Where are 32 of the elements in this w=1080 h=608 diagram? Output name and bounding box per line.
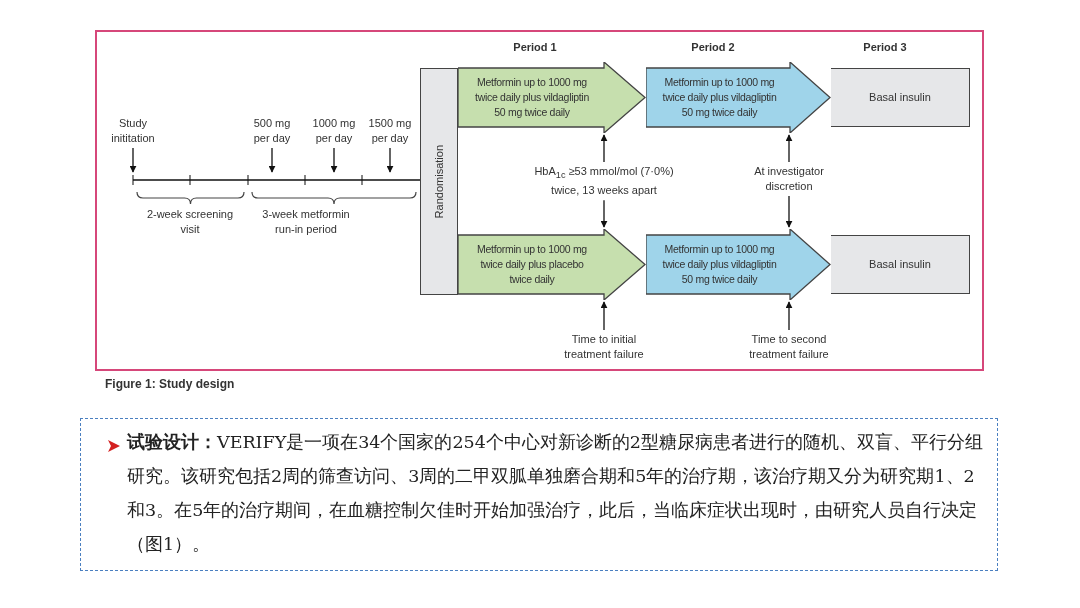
treatment-band: Metformin up to 1000 mg twice daily plus vildagliptin 50 mg twice daily [646, 62, 831, 133]
annotation-text: Study inititation [103, 116, 163, 146]
annotation-text: Time to second treatment failure [739, 332, 839, 362]
arrow [600, 199, 608, 228]
arrow [600, 134, 608, 163]
annotation-text: 1000 mg per day [309, 116, 359, 146]
treatment-band: Metformin up to 1000 mg twice daily plus placebo twice daily [458, 229, 646, 300]
description-paragraph: 试验设计：VERIFY是一项在34个国家的254个中心对新诊断的2型糖尿病患者进行的随机、双盲、平行分组研究。该研究包括2周的筛查访问、3周的二甲双胍单独磨合期和5年的治疗期，该治疗期又分为研究期1、2和3。在5年的治疗期间，在血糖控制欠佳时开始加强治疗，此后，当临床症状出现时，由研究人员自行决定（图1）。 [127, 431, 984, 556]
arrow [386, 147, 394, 173]
treatment-box: Basal insulin [831, 68, 970, 127]
treatment-band: Metformin up to 1000 mg twice daily plus vildagliptin 50 mg twice daily [458, 62, 646, 133]
arrow [330, 147, 338, 173]
period-label: Period 3 [862, 40, 908, 55]
arrow [785, 195, 793, 228]
annotation-text: At investigator discretion [734, 164, 844, 194]
arrow [268, 147, 276, 173]
period-label: Period 1 [512, 40, 558, 55]
annotation-text: HbA$_{1c}$ ≥53 mmol/mol (7·0%) twice, 13 weeks apart [519, 164, 689, 199]
annotation-text: Time to initial treatment failure [554, 332, 654, 362]
period-label: Period 2 [690, 40, 736, 55]
arrow [785, 301, 793, 331]
treatment-box: Basal insulin [831, 235, 970, 294]
annotation-text: 1500 mg per day [365, 116, 415, 146]
annotation-text: 500 mg per day [247, 116, 297, 146]
figure-caption: Figure 1: Study design [105, 377, 235, 391]
treatment-band: Metformin up to 1000 mg twice daily plus vildagliptin 50 mg twice daily [646, 229, 831, 300]
arrow [785, 134, 793, 163]
arrow [600, 301, 608, 331]
arrow [129, 147, 137, 173]
phase-label: 2-week screening visit [145, 207, 235, 237]
phase-label: 3-week metformin run-in period [261, 207, 351, 237]
randomisation-bar: Randomisation [420, 68, 458, 295]
